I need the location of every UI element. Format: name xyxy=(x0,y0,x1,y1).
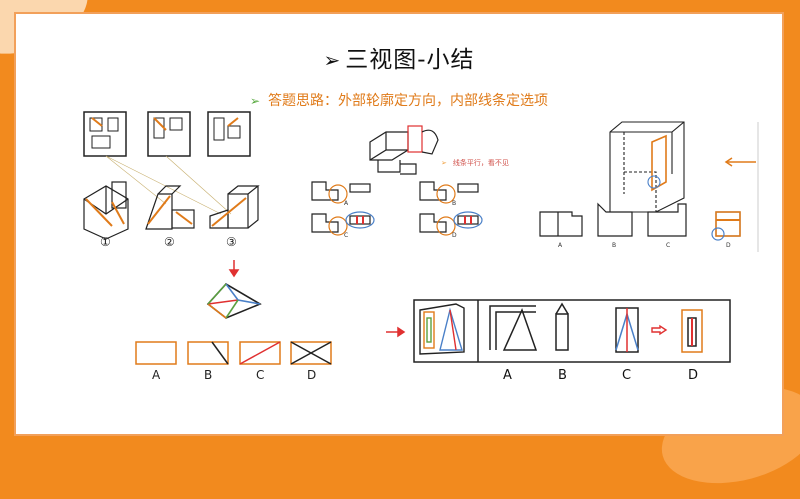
hollow-left-arrow-icon xyxy=(651,324,668,336)
left-options xyxy=(135,341,332,365)
middle-options xyxy=(311,181,483,236)
bottom-option-c: C xyxy=(622,368,632,383)
right-option-c: C xyxy=(666,242,671,249)
arrow-bullet-icon: ➢ xyxy=(323,48,342,72)
circled-label-2: ② xyxy=(164,235,175,249)
middle-option-a: A xyxy=(344,200,349,207)
right-options xyxy=(539,202,741,241)
solid-3 xyxy=(209,185,260,229)
right-option-a: A xyxy=(558,242,563,249)
bottom-option-b: B xyxy=(558,368,567,383)
bottom-option-a: A xyxy=(503,368,512,383)
triangle-bullet-icon: ➢ xyxy=(249,94,261,108)
solid-1 xyxy=(83,181,129,240)
middle-solid xyxy=(369,125,439,175)
left-option-b: B xyxy=(204,368,213,382)
left-option-d: D xyxy=(307,368,317,382)
bottom-option-d: D xyxy=(688,368,699,383)
triangle-bullet-icon: ➢ xyxy=(441,159,447,167)
circled-label-1: ① xyxy=(100,235,111,249)
bottom-right-frame xyxy=(413,299,731,363)
right-solid xyxy=(609,121,685,213)
note-label: 线条平行，看不见 xyxy=(452,159,509,167)
slide-subtitle: ➢ 答题思路：外部轮廓定方向，内部线条定选项 xyxy=(16,90,782,110)
circled-label-3: ③ xyxy=(226,235,237,249)
view-box-3 xyxy=(207,111,251,157)
middle-option-c: C xyxy=(344,232,349,239)
right-option-b: B xyxy=(612,242,617,249)
solid-2 xyxy=(145,185,195,230)
left-option-c: C xyxy=(256,368,265,382)
note-text: ➢ 线条平行，看不见 xyxy=(441,158,509,168)
view-box-1 xyxy=(83,111,127,157)
middle-option-d: D xyxy=(452,232,457,239)
bottom-options xyxy=(489,302,703,353)
subtitle-text: 答题思路：外部轮廓定方向，内部线条定选项 xyxy=(268,93,549,109)
slide-title-text: 三视图-小结 xyxy=(345,47,475,73)
pyramid-figure xyxy=(206,282,262,319)
down-arrow-icon xyxy=(228,260,240,278)
middle-option-b: B xyxy=(452,200,457,207)
red-right-arrow-icon xyxy=(386,326,406,338)
left-arrow-icon xyxy=(724,157,756,167)
view-box-2 xyxy=(147,111,191,157)
slide-canvas: ➢三视图-小结 ➢答题思路：外部轮廓定方向，内部线条定选项 xyxy=(14,12,784,436)
figure-canvas xyxy=(83,111,759,365)
slide-title: ➢三视图-小结 xyxy=(16,40,782,74)
left-option-a: A xyxy=(152,368,161,382)
bottom-prism xyxy=(419,303,465,355)
right-option-d: D xyxy=(726,242,731,249)
